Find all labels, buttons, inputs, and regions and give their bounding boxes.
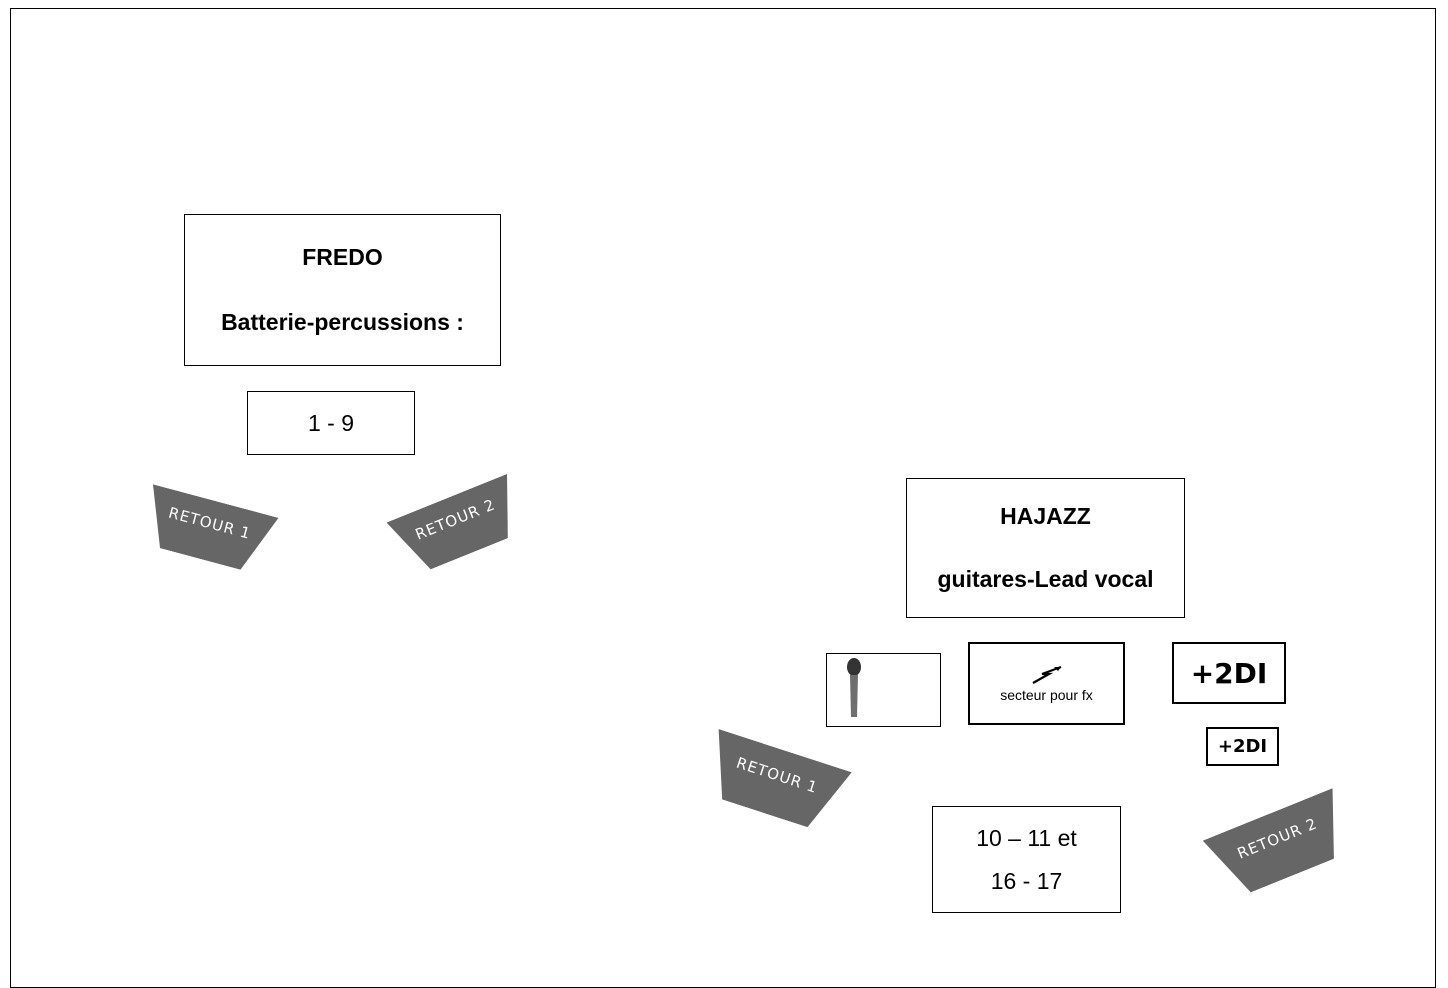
hajazz-channels-box: 10 – 11 et 16 - 17 [932, 806, 1121, 913]
fx-outlet-box: secteur pour fx [968, 642, 1125, 725]
di-large-box: +2DI [1172, 642, 1286, 704]
hajazz-channels-line1: 10 – 11 et [976, 824, 1077, 851]
di-large-label: +2DI [1190, 656, 1268, 690]
fredo-name: FREDO [302, 244, 383, 270]
di-small-box: +2DI [1206, 727, 1279, 766]
fredo-channels-box: 1 - 9 [247, 391, 415, 455]
lightning-icon [1031, 665, 1061, 684]
fredo-label-box: FREDO Batterie-percussions : [184, 214, 501, 366]
fx-outlet-label: secteur pour fx [1000, 686, 1093, 703]
microphone-icon [847, 658, 861, 717]
hajazz-label-box: HAJAZZ guitares-Lead vocal [906, 478, 1185, 618]
microphone-box [826, 653, 941, 727]
di-small-label: +2DI [1217, 736, 1268, 757]
fredo-role: Batterie-percussions : [221, 309, 464, 335]
fredo-channels: 1 - 9 [307, 409, 355, 436]
hajazz-role: guitares-Lead vocal [937, 566, 1154, 592]
hajazz-channels-line2: 16 - 17 [990, 867, 1063, 894]
hajazz-name: HAJAZZ [1000, 503, 1091, 529]
